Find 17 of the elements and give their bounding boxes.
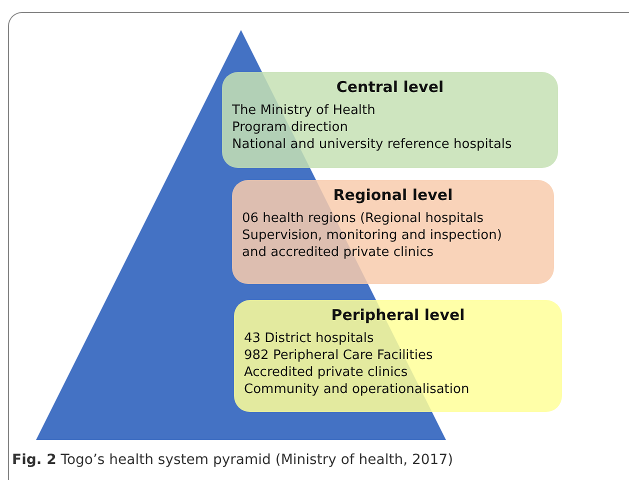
level-item: Accredited private clinics: [244, 364, 408, 381]
level-heading: Regional level: [333, 186, 453, 204]
level-item: 06 health regions (Regional hospitals: [242, 210, 484, 227]
level-item: 982 Peripheral Care Facilities: [244, 347, 433, 364]
level-item: Supervision, monitoring and inspection): [242, 227, 502, 244]
level-heading: Peripheral level: [331, 306, 465, 324]
level-item: Program direction: [232, 119, 348, 136]
level-item: 43 District hospitals: [244, 330, 374, 347]
level-item: The Ministry of Health: [232, 102, 376, 119]
level-item: and accredited private clinics: [242, 244, 434, 261]
figure-caption: Fig. 2 Togo’s health system pyramid (Ministry of health, 2017): [12, 452, 454, 468]
level-item: National and university reference hospitals: [232, 136, 512, 153]
level-box: [234, 300, 562, 412]
level-heading: Central level: [336, 78, 444, 96]
level-box: [232, 180, 554, 284]
level-box: [222, 72, 558, 168]
level-item: Community and operationalisation: [244, 381, 470, 398]
